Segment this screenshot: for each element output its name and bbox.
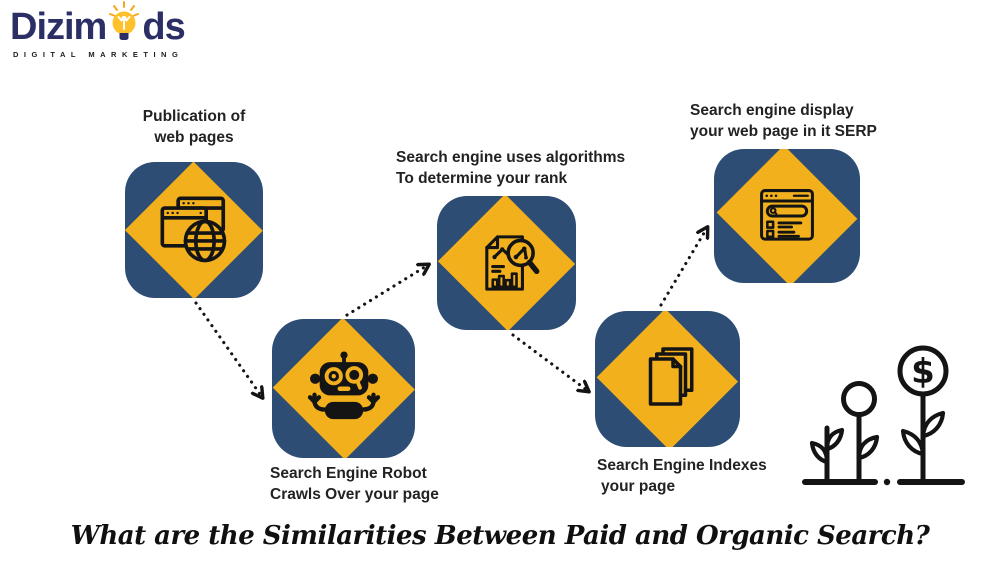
step-block-rank — [437, 196, 576, 330]
step-label-serp: Search engine display your web page in i… — [690, 102, 877, 140]
report-magnifier-icon — [484, 235, 539, 291]
step-label-publication: Publication of web pages — [142, 108, 246, 146]
robot-crawler-icon — [307, 350, 380, 419]
step-label-crawl: Search Engine Robot Crawls Over your pag… — [270, 465, 439, 503]
lightbulb-icon — [109, 0, 140, 40]
arrow-crawl-to-rank — [345, 265, 428, 317]
dollar-sign: $ — [911, 352, 935, 392]
money-growth-plants-illustration: $ — [802, 345, 965, 486]
brand-logo: Dizim ds DIGITAL M — [10, 0, 186, 59]
serp-window-icon — [760, 189, 814, 241]
arrow-index-to-serp — [659, 228, 707, 307]
brand-name-prefix: Dizim — [10, 6, 107, 48]
arrow-publication-to-crawl — [194, 301, 262, 397]
step-block-index — [595, 311, 740, 447]
arrow-rank-to-index — [511, 333, 588, 391]
step-label-index: Search Engine Indexes your page — [597, 457, 767, 495]
browser-globe-icon — [160, 196, 227, 263]
step-block-serp — [714, 149, 860, 283]
sprout-plant — [809, 425, 845, 485]
step-block-crawl — [272, 319, 415, 458]
step-block-publication — [125, 162, 263, 298]
step-label-rank: Search engine uses algorithms To determi… — [396, 149, 626, 187]
flower-plant — [841, 381, 880, 485]
brand-name-suffix: ds — [142, 6, 185, 48]
money-plant: $ — [897, 345, 949, 485]
stacked-pages-icon — [648, 347, 693, 406]
page-title: What are the Similarities Between Paid a… — [70, 521, 930, 551]
brand-tagline: DIGITAL MARKETING — [13, 50, 184, 59]
